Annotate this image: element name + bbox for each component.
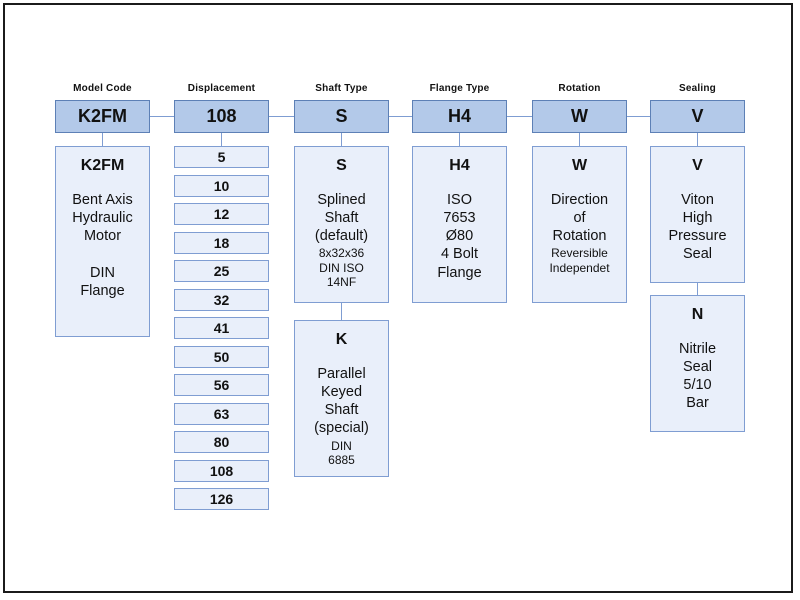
selected-sealing-box: V xyxy=(650,100,745,133)
displacement-option: 25 xyxy=(174,260,269,282)
option-description: Nitrile Seal 5/10 Bar xyxy=(678,341,717,412)
option-description: Viton High Pressure Seal xyxy=(668,192,727,263)
connector-line xyxy=(389,116,412,117)
displacement-option: 18 xyxy=(174,231,269,254)
option-code: K xyxy=(335,331,348,348)
option-box-h4-flange: H4 ISO 7653 Ø80 4 Bolt Flange xyxy=(412,146,507,303)
displacement-option: 10 xyxy=(174,174,269,197)
option-description: Splined Shaft (default) xyxy=(314,192,369,245)
column-label-flange-type: Flange Type xyxy=(429,83,490,94)
option-code: N xyxy=(691,306,704,323)
option-box-splined-shaft: S Splined Shaft (default) 8x32x36 DIN IS… xyxy=(294,146,389,303)
selected-flange-type-box: H4 xyxy=(412,100,507,133)
option-description: Parallel Keyed Shaft (special) xyxy=(314,366,369,437)
option-code: S xyxy=(336,157,347,174)
connector-line xyxy=(697,133,698,146)
column-label-model-code: Model Code xyxy=(73,83,132,94)
option-description: Direction of Rotation xyxy=(550,192,609,245)
column-label-shaft-type: Shaft Type xyxy=(315,83,368,94)
connector-line xyxy=(221,133,222,146)
option-code: H4 xyxy=(449,157,470,174)
option-box-keyed-shaft: K Parallel Keyed Shaft (special) DIN 688… xyxy=(294,320,389,477)
selected-rotation-box: W xyxy=(532,100,627,133)
connector-line xyxy=(459,133,460,146)
connector-line xyxy=(150,116,174,117)
option-box-viton-seal: V Viton High Pressure Seal xyxy=(650,146,745,283)
option-note: DIN 6885 xyxy=(328,438,355,467)
option-box-k2fm: K2FM Bent Axis Hydraulic Motor DIN Flang… xyxy=(55,146,150,337)
connector-line xyxy=(341,303,342,320)
displacement-option: 63 xyxy=(174,402,269,425)
option-code: V xyxy=(692,157,703,174)
selected-displacement-box: 108 xyxy=(174,100,269,133)
outer-frame xyxy=(3,3,793,593)
displacement-options: 5 10 12 18 25 32 41 50 56 63 80 108 126 xyxy=(174,146,269,510)
option-note: 8x32x36 DIN ISO 14NF xyxy=(318,246,365,290)
option-code: K2FM xyxy=(80,157,125,174)
selected-shaft-type-box: S xyxy=(294,100,389,133)
displacement-option: 80 xyxy=(174,431,269,453)
option-description: ISO 7653 Ø80 4 Bolt Flange xyxy=(437,192,482,281)
displacement-option: 108 xyxy=(174,459,269,482)
connector-line xyxy=(579,133,580,146)
connector-line xyxy=(627,116,650,117)
column-label-displacement: Displacement xyxy=(187,83,256,94)
option-code: W xyxy=(571,157,588,174)
option-box-rotation-w: W Direction of Rotation Reversible Indep… xyxy=(532,146,627,303)
connector-line xyxy=(507,116,532,117)
displacement-option: 5 xyxy=(174,146,269,168)
option-box-nitrile-seal: N Nitrile Seal 5/10 Bar xyxy=(650,295,745,432)
connector-line xyxy=(102,133,103,146)
connector-line xyxy=(341,133,342,146)
displacement-option: 41 xyxy=(174,317,269,339)
displacement-option: 50 xyxy=(174,345,269,368)
column-label-rotation: Rotation xyxy=(558,83,601,94)
displacement-option: 126 xyxy=(174,488,269,510)
option-note: Reversible Independet xyxy=(549,246,610,275)
option-description: Bent Axis Hydraulic Motor DIN Flange xyxy=(72,192,133,299)
connector-line xyxy=(269,116,294,117)
displacement-option: 56 xyxy=(174,374,269,396)
connector-line xyxy=(697,283,698,295)
column-label-sealing: Sealing xyxy=(679,83,716,94)
displacement-option: 32 xyxy=(174,288,269,311)
displacement-option: 12 xyxy=(174,203,269,225)
selected-model-code-box: K2FM xyxy=(55,100,150,133)
